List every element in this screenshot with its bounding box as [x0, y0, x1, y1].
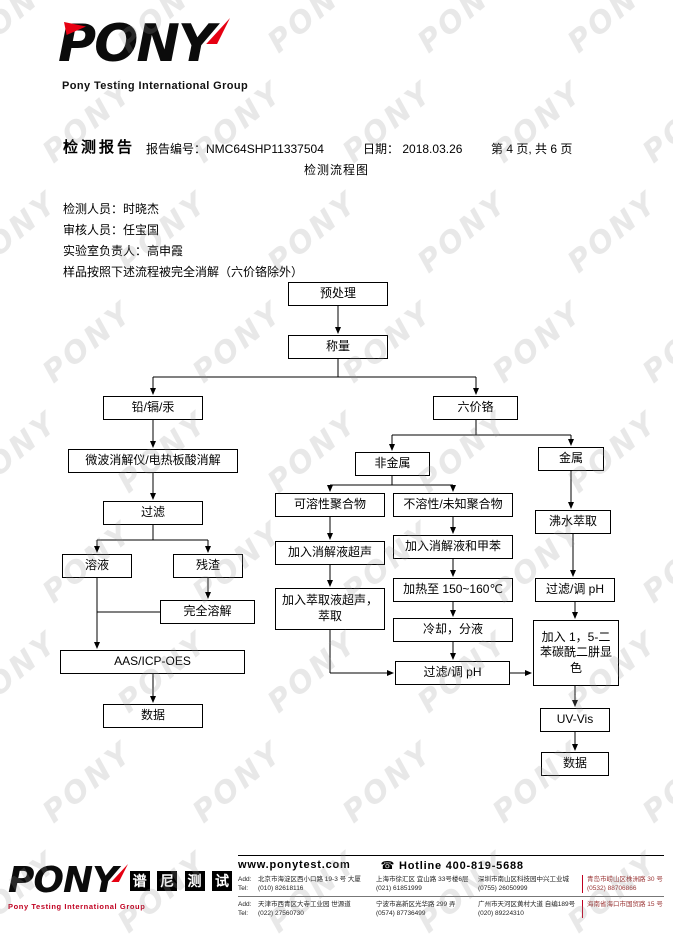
footer-row-label: Tel: — [238, 885, 249, 892]
footer-contact-header: www.ponytest.com ☎ Hotline 400-819-5688 — [238, 859, 664, 872]
footer-pony-logo: PONY 谱 尼 测 试 Pony Testing International … — [8, 860, 235, 911]
lab-head-label: 实验室负责人： — [63, 244, 148, 258]
footer-address-cell: 深圳市南山区科技园中兴工业城 — [478, 876, 569, 883]
reviewer-label: 审核人员： — [63, 223, 124, 237]
footer-address-cell: 天津市西青区大寺工业园 世源道 — [258, 901, 351, 908]
flow-node-heat: 加热至 150~160℃ — [393, 578, 513, 602]
personnel-info: 检测人员：时晓杰 审核人员：任宝国 实验室负责人：高申霞 样品按照下述流程被完全… — [63, 199, 303, 283]
footer-phone-cell — [582, 909, 664, 918]
flow-node-data-right: 数据 — [541, 752, 609, 776]
flow-node-add-digestion-toluene: 加入消解液和甲苯 — [393, 535, 513, 559]
footer-hotline-wrap: ☎ Hotline 400-819-5688 — [381, 859, 524, 872]
footer-address-cell: 宁波市高新区光华路 299 弄 — [376, 901, 456, 908]
footer-addresses-group-1: Add: 北京市海淀区西小口路 19-3 号 大厦 上海市徐汇区 宜山路 33号… — [238, 875, 664, 893]
tester-label: 检测人员： — [63, 202, 124, 216]
footer-addresses-group-2: Add: 天津市西青区大寺工业园 世源道 宁波市高新区光华路 299 弄 广州市… — [238, 896, 664, 918]
footer-logo-chinese: 谱 尼 测 试 — [129, 870, 235, 891]
flow-node-residue: 残渣 — [173, 554, 243, 578]
flow-node-filter-ph-mid: 过滤/调 pH — [395, 661, 510, 685]
report-number: 报告编号：NMC64SHP11337504 — [146, 140, 324, 157]
flow-node-add-extraction-ultrasonic: 加入萃取液超声，萃取 — [275, 588, 385, 630]
flow-node-uv-vis: UV-Vis — [540, 708, 610, 732]
footer-logo-char: 谱 — [129, 870, 150, 891]
footer-logo-subtitle: Pony Testing International Group — [8, 902, 146, 911]
flow-node-microwave-digestion: 微波消解仪/电热板酸消解 — [68, 449, 238, 473]
footer-phone-cell: (022) 27560730 — [258, 910, 304, 917]
report-number-label: 报告编号： — [146, 142, 207, 156]
footer-row-label: Add: — [238, 901, 252, 908]
footer-hotline: Hotline 400-819-5688 — [399, 860, 524, 872]
page-indicator: 第 4 页, 共 6 页 — [491, 142, 573, 156]
footer-address-cell: 广州市天河区黄村大道 自编189号 — [478, 901, 576, 908]
report-date-value: 2018.03.26 — [402, 142, 463, 156]
flow-node-aas-icp-oes: AAS/ICP-OES — [60, 650, 245, 674]
footer-address-row: Add: 天津市西青区大寺工业园 世源道 宁波市高新区光华路 299 弄 广州市… — [238, 900, 664, 909]
flow-node-filter-ph-right: 过滤/调 pH — [535, 578, 615, 602]
flow-node-filter: 过滤 — [103, 501, 203, 525]
footer-address-cell: 北京市海淀区西小口路 19-3 号 大厦 — [258, 876, 361, 883]
footer-logo-char: 测 — [184, 870, 205, 891]
tester-value: 时晓杰 — [123, 202, 160, 216]
reviewer-line: 审核人员：任宝国 — [63, 220, 303, 241]
flow-node-pb-cd-hg: 铅/镉/汞 — [103, 396, 203, 420]
footer-row-label: Tel: — [238, 910, 249, 917]
flow-node-metal: 金属 — [538, 447, 604, 471]
footer-pony-logo-text: PONY — [8, 860, 118, 901]
footer-logo-char: 尼 — [157, 870, 178, 891]
footer-phone-cell: (010) 82618116 — [258, 885, 304, 892]
footer-phone-row: Tel: (022) 27560730 (0574) 87736499 (020… — [238, 909, 664, 918]
flow-node-boiling-water-extraction: 沸水萃取 — [535, 510, 611, 534]
footer-contact-block: www.ponytest.com ☎ Hotline 400-819-5688 … — [238, 855, 664, 918]
note-line: 样品按照下述流程被完全消解（六价铬除外） — [63, 265, 304, 279]
footer-phone-cell: (020) 89224310 — [478, 910, 524, 917]
flow-node-hexavalent-chromium: 六价铬 — [433, 396, 518, 420]
footer-phone-row: Tel: (010) 82618116 (021) 61851999 (0755… — [238, 884, 664, 893]
footer-address-cell: 上海市徐汇区 宜山路 33号楼6层 — [376, 876, 469, 883]
lab-head-value: 高申霞 — [147, 244, 184, 258]
footer-phone-cell: (0574) 87736499 — [376, 910, 426, 917]
report-date-label: 日期： — [363, 142, 400, 156]
phone-icon: ☎ — [380, 860, 396, 872]
footer-row-label: Add: — [238, 876, 252, 883]
footer-phone-cell-qingdao: (0532) 88706866 — [582, 884, 664, 893]
flow-node-weighing: 称量 — [288, 335, 388, 359]
footer-logo-char: 试 — [212, 870, 232, 891]
footer-phone-cell: (0755) 26050999 — [478, 885, 528, 892]
logo-subtitle: Pony Testing International Group — [62, 80, 249, 92]
flow-node-pretreatment: 预处理 — [288, 282, 388, 306]
report-date: 日期： 2018.03.26 — [363, 140, 462, 157]
pony-logo: PONY — [58, 14, 248, 76]
pony-logo-text: PONY — [58, 14, 215, 74]
footer-address-row: Add: 北京市海淀区西小口路 19-3 号 大厦 上海市徐汇区 宜山路 33号… — [238, 875, 664, 884]
flow-node-soluble-polymer: 可溶性聚合物 — [275, 493, 385, 517]
footer-address-cell: 海南省海口市国贸路 15 号 — [582, 900, 664, 909]
flow-node-data-left: 数据 — [103, 704, 203, 728]
footer-phone-cell: (021) 61851999 — [376, 885, 422, 892]
tester-line: 检测人员：时晓杰 — [63, 199, 303, 220]
document-title: 检测报告 — [63, 139, 136, 156]
flow-node-insoluble-polymer: 不溶性/未知聚合物 — [393, 493, 513, 517]
flow-node-add-digestion-ultrasonic: 加入消解液超声 — [275, 541, 385, 565]
flow-node-complete-dissolution: 完全溶解 — [160, 600, 255, 624]
footer-address-cell-qingdao: 青岛市崂山区株洲路 30 号 — [582, 875, 664, 884]
report-number-value: NMC64SHP11337504 — [206, 142, 324, 156]
flow-node-solution: 溶液 — [62, 554, 132, 578]
lab-head-line: 实验室负责人：高申霞 — [63, 241, 303, 262]
flow-node-nonmetal: 非金属 — [355, 452, 430, 476]
flow-node-cool-separate: 冷却，分液 — [393, 618, 513, 642]
flowchart-title: 检测流程图 — [303, 163, 369, 177]
flow-node-chromogenic-reagent: 加入 1，5-二苯碳酰二肼显色 — [533, 620, 619, 686]
footer-website: www.ponytest.com — [238, 859, 351, 871]
reviewer-value: 任宝国 — [123, 223, 160, 237]
